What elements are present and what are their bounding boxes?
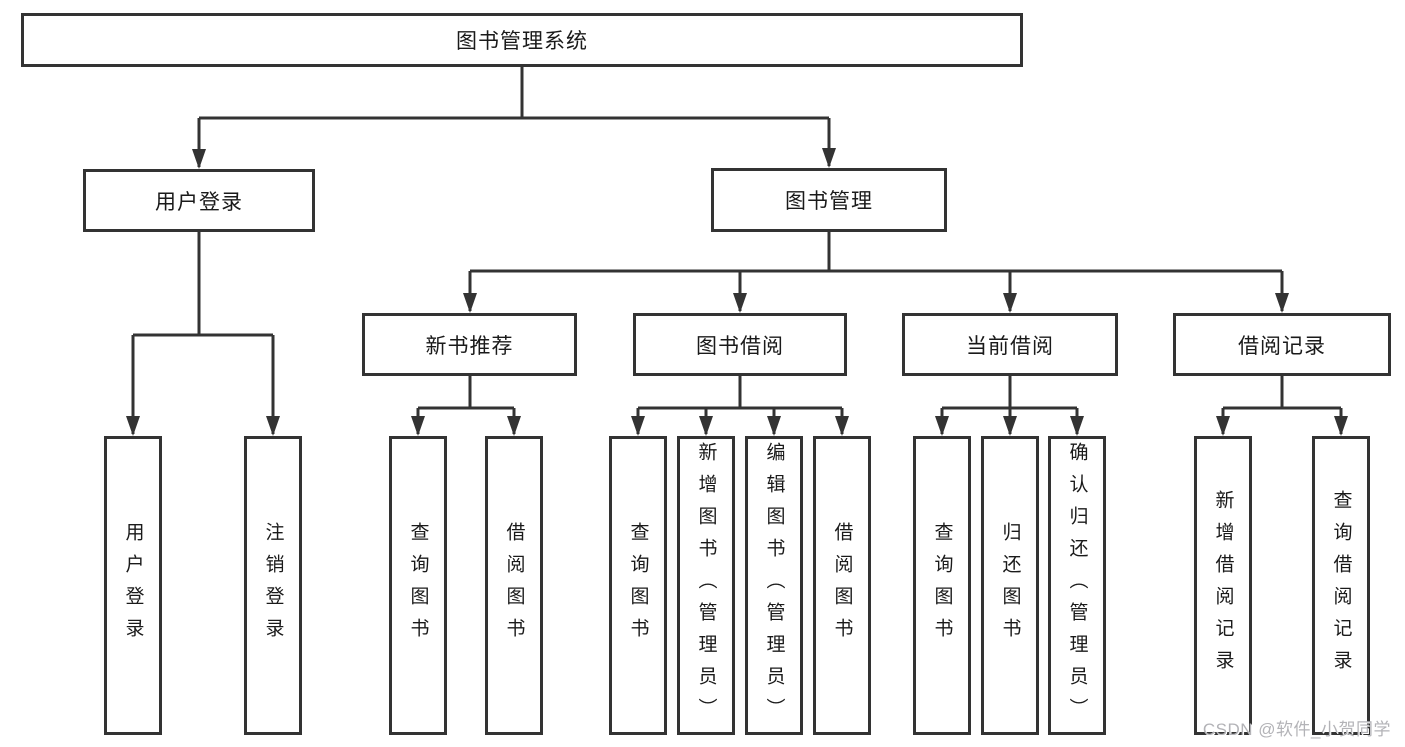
node-book-management: 图书管理: [711, 168, 947, 232]
leaf-recommend-query-book: 查询图书: [389, 436, 447, 735]
leaf-current-query-book: 查询图书: [913, 436, 971, 735]
node-label: 新增借阅记录: [1212, 489, 1234, 682]
node-label: 查询图书: [407, 521, 429, 650]
csdn-watermark: CSDN @软件_小贺同学: [1202, 720, 1391, 739]
leaf-borrow-book: 借阅图书: [813, 436, 871, 735]
node-label: 归还图书: [999, 521, 1021, 650]
node-label: 图书借阅: [696, 334, 784, 358]
node-borrow-records: 借阅记录: [1173, 313, 1391, 376]
node-label: 借阅记录: [1238, 334, 1326, 358]
node-label: 当前借阅: [966, 334, 1054, 358]
node-label: 查询图书: [627, 521, 649, 650]
leaf-add-book-admin: 新增图书（管理员）: [677, 436, 735, 735]
node-label: 注销登录: [262, 521, 284, 650]
leaf-borrow-query-book: 查询图书: [609, 436, 667, 735]
node-label: 查询图书: [931, 521, 953, 650]
connector-path: [131, 67, 1343, 434]
leaf-confirm-return-admin: 确认归还（管理员）: [1048, 436, 1106, 735]
node-label: 借阅图书: [503, 521, 525, 650]
node-label: 编辑图书（管理员）: [763, 441, 785, 730]
node-label: 新增图书（管理员）: [695, 441, 717, 730]
leaf-return-book: 归还图书: [981, 436, 1039, 735]
leaf-edit-book-admin: 编辑图书（管理员）: [745, 436, 803, 735]
node-label: 用户登录: [155, 190, 243, 214]
node-label: 图书管理系统: [456, 30, 588, 53]
node-library-management-system: 图书管理系统: [21, 13, 1023, 67]
leaf-add-borrow-record: 新增借阅记录: [1194, 436, 1252, 735]
node-current-borrow: 当前借阅: [902, 313, 1118, 376]
node-label: 图书管理: [785, 190, 873, 213]
node-new-book-recommend: 新书推荐: [362, 313, 577, 376]
node-label: 确认归还（管理员）: [1066, 441, 1088, 730]
leaf-query-borrow-record: 查询借阅记录: [1312, 436, 1370, 735]
node-label: 借阅图书: [831, 521, 853, 650]
leaf-user-login: 用户登录: [104, 436, 162, 735]
node-user-login: 用户登录: [83, 169, 315, 232]
leaf-logout: 注销登录: [244, 436, 302, 735]
node-label: 查询借阅记录: [1330, 489, 1352, 682]
node-label: 新书推荐: [425, 334, 514, 358]
node-book-borrow: 图书借阅: [633, 313, 847, 376]
node-label: 用户登录: [122, 521, 144, 650]
leaf-recommend-borrow-book: 借阅图书: [485, 436, 543, 735]
